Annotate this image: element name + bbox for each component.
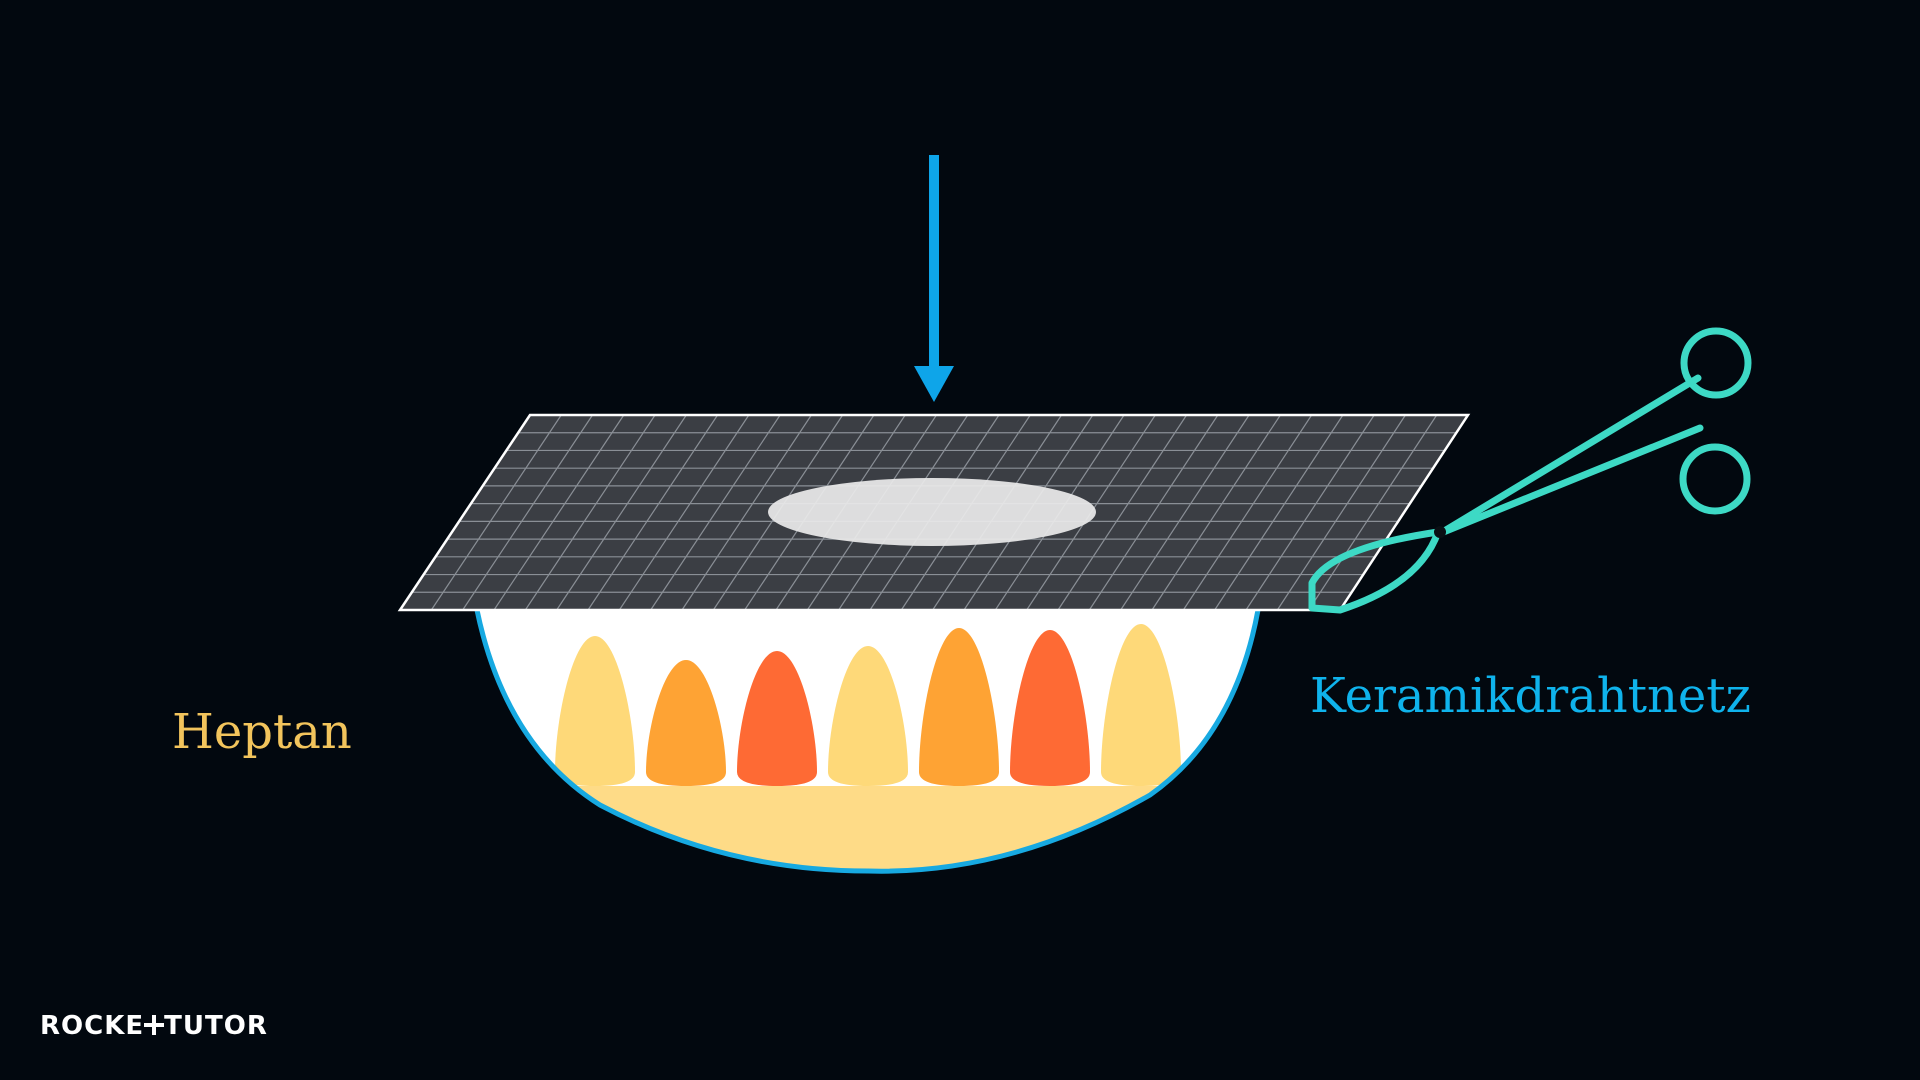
mesh-label: Keramikdrahtnetz: [1310, 668, 1751, 724]
mesh-line: [618, 414, 750, 611]
mesh-line: [681, 414, 812, 611]
flames: [555, 624, 1181, 786]
down-arrow-icon: [914, 155, 954, 402]
mesh-line: [462, 414, 594, 611]
mesh-line: [493, 414, 625, 611]
flame-red: [737, 651, 817, 786]
logo-text-part1: ROCKE: [40, 1011, 145, 1041]
mesh-line: [650, 414, 781, 611]
mesh-line: [1214, 414, 1344, 611]
evaporating-dish: [474, 609, 1261, 874]
mesh-line: [1151, 414, 1281, 611]
mesh-line: [524, 414, 656, 611]
ceramic-wire-mesh: [397, 413, 1471, 612]
dish-outline: [474, 609, 1261, 874]
mesh-line: [556, 414, 687, 611]
logo-text-part2: TUTO: [164, 1011, 247, 1041]
flame-yellow: [555, 636, 635, 786]
mesh-line: [1088, 414, 1219, 611]
mesh-line: [1245, 414, 1375, 611]
flame-orange: [919, 628, 999, 786]
logo-text-part3: R: [246, 1011, 268, 1041]
mesh-line: [1057, 414, 1188, 611]
flame-red: [1010, 630, 1090, 786]
brand-logo: ROCKE TUTOR: [40, 1011, 268, 1041]
mesh-line: [1308, 414, 1438, 611]
fuel-label: Heptan: [172, 704, 352, 760]
mesh-line: [1276, 414, 1406, 611]
flame-yellow: [1101, 624, 1181, 786]
mesh-line: [1120, 414, 1250, 611]
mesh-line: [587, 414, 719, 611]
ceramic-center: [768, 478, 1096, 546]
mesh-line: [1182, 414, 1313, 611]
crucible-tongs-icon: [1308, 327, 1752, 614]
flame-yellow: [828, 646, 908, 786]
flame-orange: [646, 660, 726, 786]
plus-icon: [144, 1012, 165, 1038]
mesh-line: [430, 414, 562, 611]
